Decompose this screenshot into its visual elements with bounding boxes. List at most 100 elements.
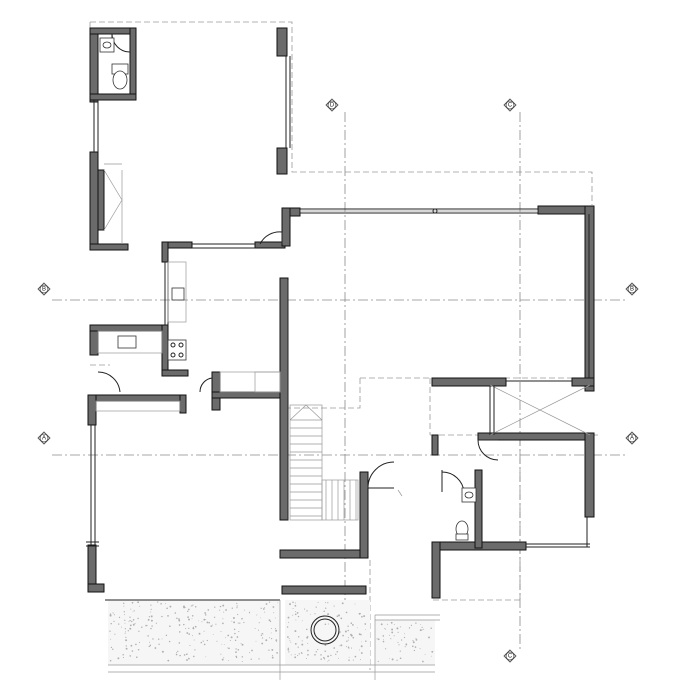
gravel-speckle [272, 606, 275, 608]
gravel-speckle [360, 652, 363, 654]
gravel-speckle [131, 650, 134, 652]
gravel-speckle [399, 650, 401, 652]
gravel-speckle [139, 605, 141, 607]
gravel-speckle [114, 633, 116, 635]
gravel-speckle [257, 629, 260, 631]
gravel-speckle [340, 644, 343, 647]
grid-label-c-bottom: C [508, 654, 513, 660]
gravel-speckle [423, 628, 425, 630]
gravel-speckle [323, 658, 326, 660]
gravel-speckle [194, 625, 197, 628]
gravel-speckle [233, 621, 236, 624]
gravel-speckle [405, 643, 408, 646]
paving-area [105, 599, 440, 680]
gravel-speckle [382, 639, 384, 641]
gravel-speckle [422, 629, 424, 631]
grid-bubble-a-right: A [625, 431, 639, 445]
gravel-speckle [149, 644, 152, 647]
gravel-speckle [147, 624, 148, 626]
gravel-speckle [228, 660, 230, 662]
gravel-speckle [250, 658, 252, 660]
gravel-speckle [194, 649, 196, 651]
gravel-speckle [192, 626, 194, 628]
gravel-speckle [270, 632, 272, 634]
gravel-speckle [124, 619, 126, 621]
gravel-speckle [155, 622, 157, 624]
gravel-speckle [125, 645, 128, 647]
gravel-speckle [132, 623, 135, 626]
gravel-speckle [256, 614, 258, 616]
gravel-speckle [213, 616, 216, 618]
gravel-speckle [348, 659, 350, 661]
gravel-speckle [190, 605, 192, 607]
gravel-speckle [275, 628, 277, 630]
gravel-speckle [225, 609, 228, 611]
gravel-speckle [224, 637, 226, 639]
gravel-speckle [359, 649, 360, 651]
grid-label-d-top: D [330, 103, 335, 109]
gravel-speckle [206, 621, 209, 624]
gravel-speckle [389, 658, 390, 659]
gravel-speckle [124, 614, 125, 616]
gravel-speckle [342, 634, 344, 637]
gravel-speckle [132, 611, 134, 613]
gravel-speckle [424, 653, 426, 655]
gravel-speckle [243, 621, 245, 624]
gravel-speckle [117, 657, 120, 660]
gravel-speckle [386, 623, 388, 625]
gravel-speckle [360, 645, 363, 648]
gravel-speckle [275, 629, 278, 632]
gravel-speckle [389, 634, 391, 636]
gravel-speckle [176, 652, 178, 653]
gravel-speckle [248, 612, 251, 614]
gravel-speckle [325, 602, 327, 604]
gravel-speckle [304, 608, 306, 610]
gravel-speckle [183, 605, 185, 608]
gravel-speckle [112, 649, 114, 650]
gravel-speckle [419, 629, 422, 632]
gravel-speckle [229, 639, 231, 641]
gravel-speckle [314, 653, 316, 656]
grid-label-b-right: B [630, 287, 634, 293]
gravel-speckle [292, 614, 294, 616]
gravel-speckle [129, 624, 132, 627]
gravel-speckle [287, 616, 290, 619]
gravel-speckle [347, 629, 349, 632]
gravel-speckle [157, 601, 159, 603]
grid-label-a-right: A [630, 436, 634, 442]
gravel-speckle [415, 622, 417, 624]
gravel-speckle [301, 640, 303, 642]
gravel-speckle [148, 645, 150, 647]
gravel-speckle [122, 653, 124, 656]
gravel-speckle [286, 626, 289, 628]
gravel-speckle [189, 644, 191, 647]
gravel-speckle [212, 633, 214, 635]
gravel-speckle [121, 626, 122, 628]
gravel-speckle [365, 629, 366, 631]
gravel-speckle [200, 641, 203, 644]
gravel-speckle [112, 612, 114, 614]
gravel-speckle [221, 643, 223, 645]
gravel-speckle [178, 618, 180, 620]
gravel-speckle [157, 638, 160, 640]
gravel-speckle [290, 641, 292, 643]
gravel-speckle [128, 621, 130, 623]
gravel-speckle [230, 636, 233, 639]
gravel-speckle [243, 609, 245, 611]
gravel-speckle [191, 635, 193, 637]
gravel-speckle [109, 614, 112, 617]
gravel-speckle [354, 603, 356, 605]
gravel-speckle [327, 602, 329, 604]
gravel-speckle [236, 607, 238, 609]
gravel-speckle [399, 657, 402, 660]
gravel-speckle [223, 657, 225, 659]
gravel-speckle [130, 644, 133, 647]
gravel-speckle [167, 615, 169, 617]
gravel-speckle [263, 607, 265, 609]
gravel-speckle [131, 601, 134, 604]
gravel-speckle [198, 632, 201, 635]
gravel-speckle [214, 606, 216, 608]
gravel-speckle [345, 646, 347, 648]
gravel-speckle [295, 619, 297, 621]
gravel-speckle [201, 621, 203, 623]
